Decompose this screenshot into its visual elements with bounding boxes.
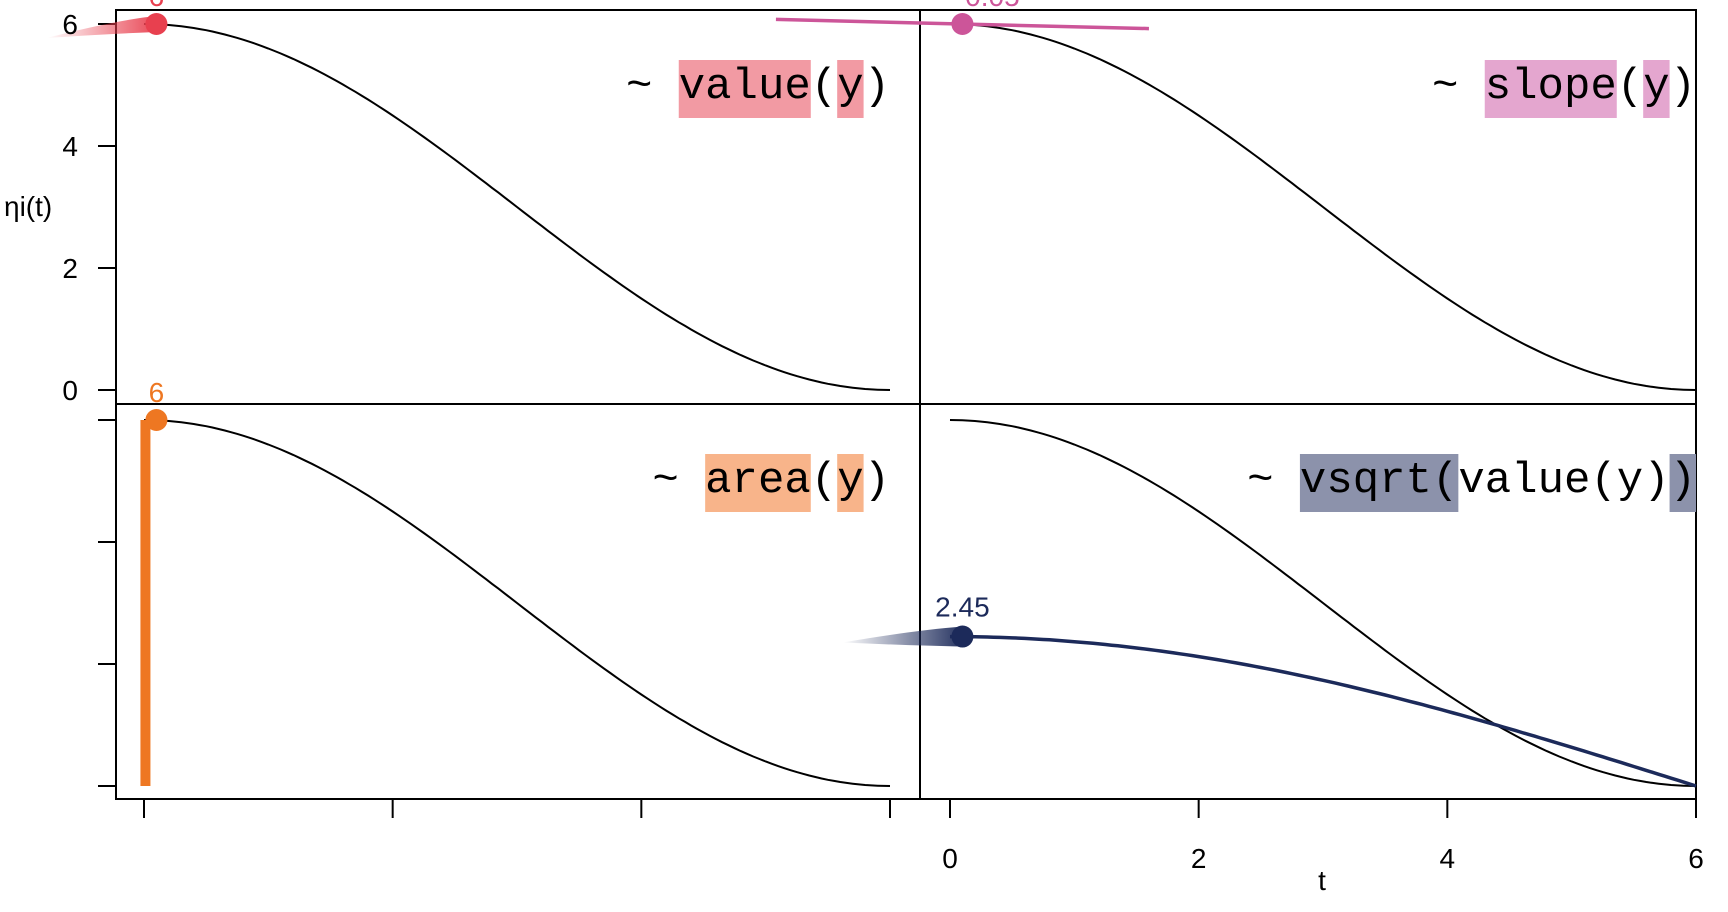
y-axis-title: ηi(t) <box>4 191 52 222</box>
formula-token-vsqrt-1: vsqrt( <box>1300 456 1458 506</box>
formula-token-value-0: ~ <box>626 62 679 112</box>
value-marker-label: 6 <box>149 0 165 12</box>
formula-token-area-0: ~ <box>652 456 705 506</box>
formula-token-slope-3: y <box>1643 62 1669 112</box>
slope-marker <box>951 13 974 35</box>
formula-slope: ~ slope(y) <box>1432 62 1696 112</box>
y-tick-label-0: 0 <box>62 375 78 406</box>
curve-value <box>143 23 891 391</box>
formula-highlight-value-1 <box>678 60 811 118</box>
x-axis-title: t <box>1318 865 1326 896</box>
formula-token-slope-4: ) <box>1670 62 1696 112</box>
formula-token-value-2: ( <box>811 62 837 112</box>
formula-highlight-area-1 <box>705 454 811 512</box>
panel-frame-vsqrt <box>919 403 1697 800</box>
value-fade-tail <box>46 16 157 38</box>
y-tick-label-2: 4 <box>62 131 78 162</box>
formula-token-value-3: y <box>837 62 863 112</box>
formula-token-value-1: value <box>679 62 811 112</box>
formula-token-slope-2: ( <box>1617 62 1643 112</box>
y-tick-label-3: 6 <box>62 9 78 40</box>
vsqrt-marker-label: 2.45 <box>935 592 990 623</box>
vsqrt-curve <box>950 634 1697 788</box>
formula-token-area-2: ( <box>811 456 837 506</box>
vsqrt-fade-tail <box>842 626 963 647</box>
area-marker <box>145 409 168 431</box>
formula-token-vsqrt-2: value(y) <box>1458 456 1669 506</box>
formula-highlight-value-3 <box>837 60 864 118</box>
y-tick-label-1: 2 <box>62 253 78 284</box>
vsqrt-marker <box>951 625 974 648</box>
x-tick-label-0: 0 <box>942 843 958 874</box>
formula-token-area-4: ) <box>864 456 890 506</box>
formula-token-slope-0: ~ <box>1432 62 1485 112</box>
formula-token-area-1: area <box>705 456 811 506</box>
formula-highlight-vsqrt-3 <box>1669 454 1696 512</box>
formula-highlight-vsqrt-1 <box>1299 454 1459 512</box>
curve-vsqrt <box>949 419 1697 787</box>
formula-highlight-slope-3 <box>1643 60 1670 118</box>
formula-vsqrt: ~ vsqrt(value(y)) <box>1247 456 1696 506</box>
formula-token-vsqrt-0: ~ <box>1247 456 1300 506</box>
formula-highlight-area-3 <box>837 454 864 512</box>
value-marker <box>145 13 168 35</box>
area-bar <box>140 420 151 786</box>
formula-value: ~ value(y) <box>626 62 890 112</box>
formula-highlight-slope-1 <box>1484 60 1617 118</box>
formula-token-area-3: y <box>837 456 863 506</box>
x-tick-label-3: 6 <box>1688 843 1704 874</box>
area-marker-label: 6 <box>149 377 165 408</box>
slope-marker-label: 0.05 <box>965 0 1020 12</box>
curve-slope <box>949 23 1697 391</box>
curve-area <box>143 419 891 787</box>
formula-token-slope-1: slope <box>1485 62 1617 112</box>
formula-token-value-4: ) <box>864 62 890 112</box>
formula-area: ~ area(y) <box>652 456 890 506</box>
formula-token-vsqrt-3: ) <box>1670 456 1696 506</box>
x-tick-label-2: 4 <box>1440 843 1456 874</box>
x-tick-label-1: 2 <box>1191 843 1207 874</box>
